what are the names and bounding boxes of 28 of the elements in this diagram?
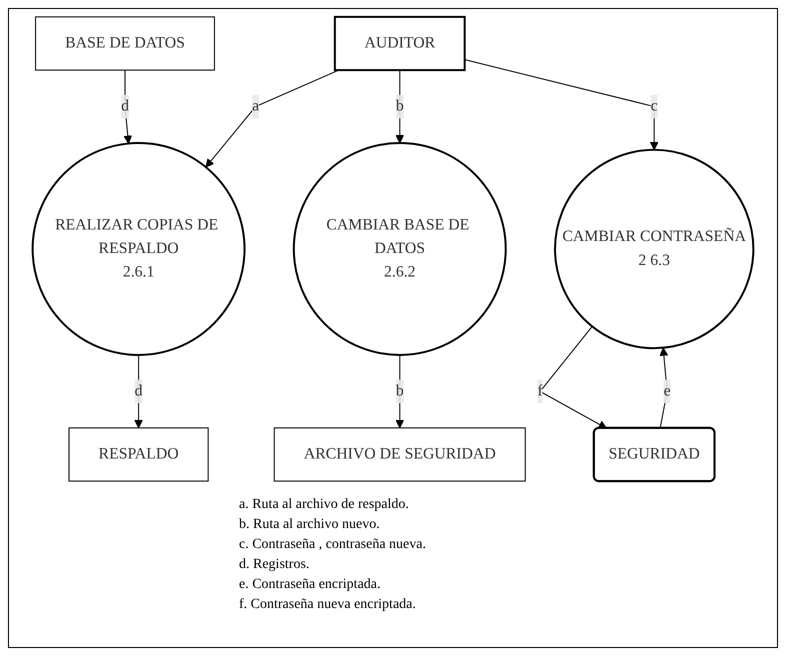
legend-note: b. Ruta al archivo nuevo. <box>239 516 381 534</box>
legend-note: a. Ruta al archivo de respaldo. <box>239 496 410 514</box>
legend-note: c. Contraseña , contraseña nueva. <box>239 536 426 554</box>
node-box: ARCHIVO DE SEGURIDAD <box>274 427 526 482</box>
node-box: RESPALDO <box>68 427 209 482</box>
edge-label: c <box>650 98 658 114</box>
edge-label: d <box>134 382 143 400</box>
arrow <box>395 354 404 428</box>
legend-note: d. Registros. <box>239 556 310 574</box>
arrow <box>660 347 668 429</box>
arrow <box>134 354 143 428</box>
edge-label: f <box>538 382 543 400</box>
edge-label: b <box>396 98 404 114</box>
node-box: AUDITOR <box>334 16 466 72</box>
arrow <box>205 70 340 168</box>
arrow <box>464 59 659 150</box>
node-circle: CAMBIAR CONTRASEÑA 2 6.3 <box>554 148 754 350</box>
node-circle: CAMBIAR BASE DE DATOS 2.6.2 <box>292 142 507 356</box>
node-box: BASE DE DATOS <box>35 16 215 71</box>
arrow <box>395 70 404 144</box>
edge-label: a <box>252 98 260 114</box>
edge-label: d <box>121 98 129 114</box>
legend-note: e. Contraseña encriptada. <box>239 576 382 594</box>
node-circle: REALIZAR COPIAS DE RESPALDO 2.6.1 <box>32 142 246 356</box>
legend-note: f. Contraseña nueva encriptada. <box>239 596 417 614</box>
edge-label: e <box>664 382 671 400</box>
edge-label: b <box>396 382 404 400</box>
arrow <box>123 70 132 144</box>
